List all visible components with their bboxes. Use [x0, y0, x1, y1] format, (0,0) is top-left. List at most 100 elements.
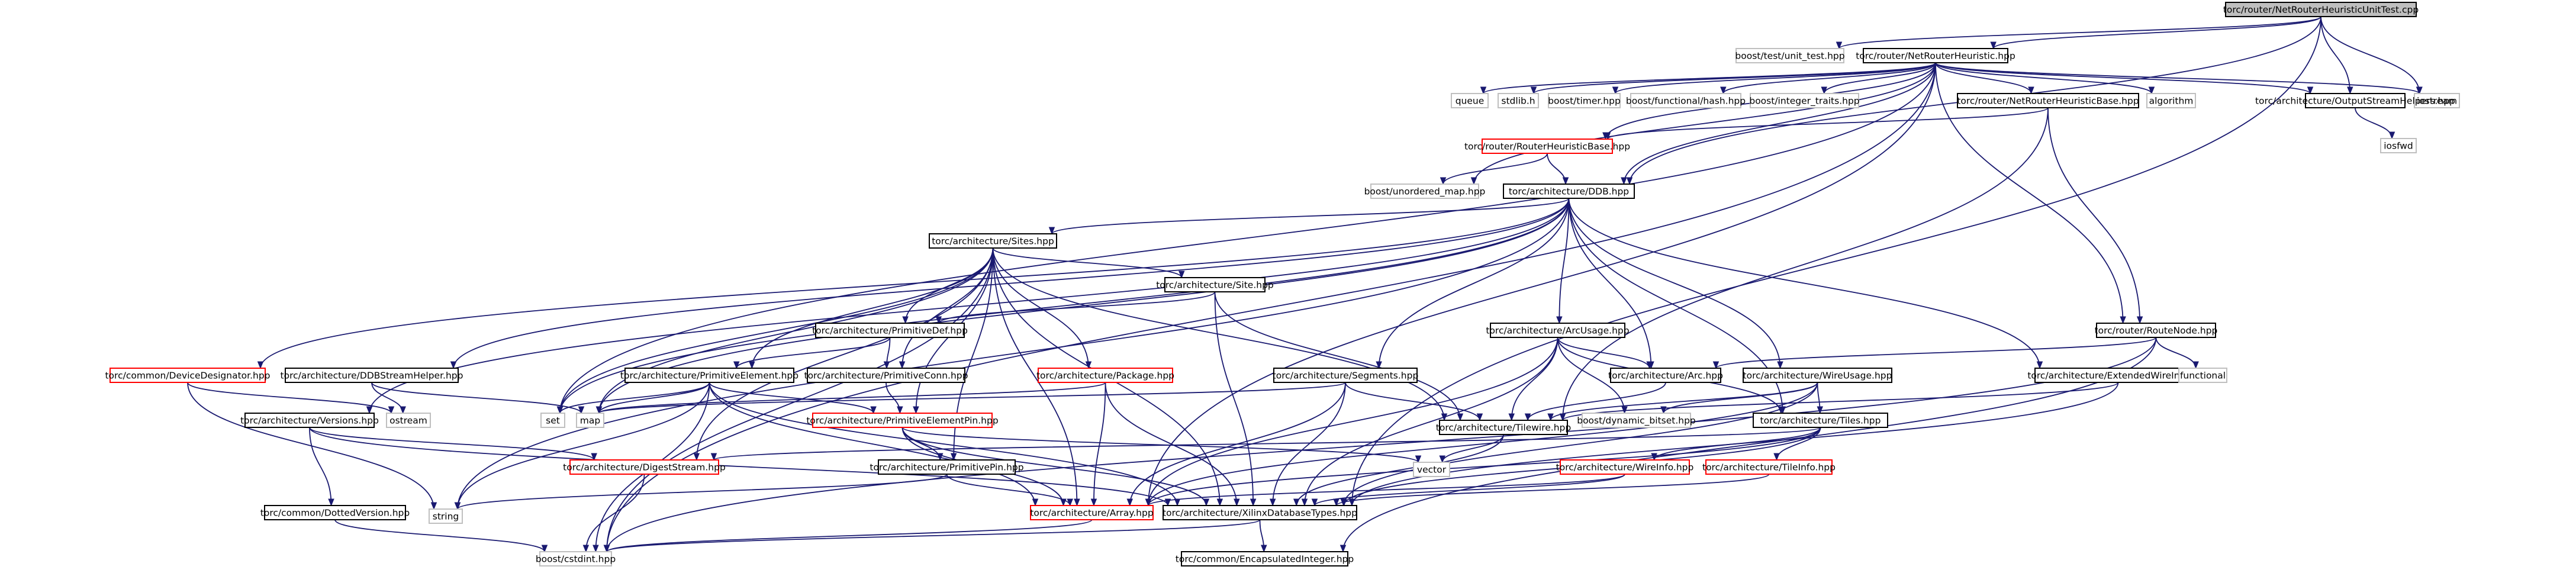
- node-label-fhash: boost/functional/hash.hpp: [1626, 96, 1746, 107]
- node-box-digest: [569, 459, 719, 475]
- edge-pep-to-xdt: [901, 427, 1210, 507]
- node-box-queue: [1451, 93, 1489, 108]
- edge-ddbsh-to-ostream: [371, 382, 406, 414]
- node-box-osh: [2305, 93, 2406, 108]
- edge-tiles-to-wireinfo: [1651, 427, 1821, 461]
- node-label-wireinfo: torc/architecture/WireInfo.hpp: [1556, 462, 1694, 473]
- node-site[interactable]: torc/architecture/Site.hpp: [1156, 277, 1274, 292]
- node-box-nrh: [1863, 48, 2008, 63]
- node-box-pelem: [624, 368, 794, 383]
- node-box-string: [429, 508, 463, 524]
- edge-arc-to-tilewire: [1524, 382, 1666, 421]
- node-label-root: torc/router/NetRouterHeuristicUnitTest.c…: [2223, 5, 2419, 15]
- node-box-root: [2225, 2, 2417, 17]
- node-box-inttraits: [1750, 93, 1859, 108]
- node-ddbsh[interactable]: torc/architecture/DDBStreamHelper.hpp: [281, 368, 463, 383]
- node-dotver[interactable]: torc/common/DottedVersion.hpp: [260, 505, 410, 520]
- node-pep[interactable]: torc/architecture/PrimitiveElementPin.hp…: [806, 413, 999, 428]
- node-label-set: set: [546, 416, 560, 426]
- node-pkg[interactable]: torc/architecture/Package.hpp: [1036, 368, 1174, 383]
- edge-versions-to-digest: [309, 427, 597, 461]
- node-ddb[interactable]: torc/architecture/DDB.hpp: [1503, 184, 1635, 199]
- node-box-functional: [2178, 368, 2227, 383]
- node-label-algorithm: algorithm: [2149, 96, 2194, 107]
- node-devdes[interactable]: torc/common/DeviceDesignator.hpp: [105, 368, 271, 383]
- node-label-arc: torc/architecture/Arc.hpp: [1608, 371, 1723, 381]
- node-box-stdlib: [1498, 93, 1539, 108]
- edge-segs-to-xdt: [1269, 382, 1346, 507]
- node-label-ewi: torc/architecture/ExtendedWireInfo.hpp: [2027, 371, 2208, 381]
- edge-pkg-to-array: [1090, 382, 1106, 507]
- node-nrhb[interactable]: torc/router/NetRouterHeuristicBase.hpp: [1957, 93, 2139, 108]
- edge-devdes-to-ostream: [187, 382, 395, 414]
- node-tiles[interactable]: torc/architecture/Tiles.hpp: [1753, 413, 1888, 428]
- edge-segs-to-map: [595, 382, 1346, 414]
- node-label-bitset: boost/dynamic_bitset.hpp: [1577, 416, 1696, 427]
- node-nrh[interactable]: torc/router/NetRouterHeuristic.hpp: [1856, 48, 2015, 63]
- edge-routenode-to-functional: [2155, 337, 2199, 369]
- node-box-dotver: [264, 505, 406, 520]
- edge-arcusage-to-arc: [1557, 337, 1653, 369]
- edge-nrh-to-ddb: [1621, 62, 1936, 185]
- node-pdef[interactable]: torc/architecture/PrimitiveDef.hpp: [812, 323, 968, 338]
- edge-versions-to-dotver: [309, 427, 334, 507]
- node-xdt[interactable]: torc/architecture/XilinxDatabaseTypes.hp…: [1163, 505, 1357, 520]
- node-box-xdt: [1163, 505, 1357, 520]
- node-string: string: [429, 508, 463, 524]
- node-box-arcusage: [1490, 323, 1625, 338]
- node-box-sites: [929, 233, 1057, 249]
- node-ewi[interactable]: torc/architecture/ExtendedWireInfo.hpp: [2027, 368, 2209, 383]
- node-label-ppin: torc/architecture/PrimitivePin.hpp: [870, 462, 1023, 473]
- node-label-queue: queue: [1456, 96, 1485, 107]
- node-bitset: boost/dynamic_bitset.hpp: [1577, 413, 1696, 428]
- node-versions[interactable]: torc/architecture/Versions.hpp: [240, 413, 379, 428]
- node-encint[interactable]: torc/common/EncapsulatedInteger.hpp: [1176, 551, 1354, 566]
- node-osh[interactable]: torc/architecture/OutputStreamHelpers.hp…: [2255, 93, 2455, 108]
- node-stdlib: stdlib.h: [1498, 93, 1539, 108]
- edge-routenode-to-arc: [1712, 337, 2157, 369]
- edge-rhb-to-ddb: [1547, 153, 1569, 185]
- node-label-ostream: ostream: [389, 416, 427, 426]
- node-tileinfo[interactable]: torc/architecture/TileInfo.hpp: [1702, 459, 1836, 475]
- edge-ddb-to-ewi: [1568, 198, 2043, 369]
- node-box-umap: [1370, 184, 1479, 199]
- node-array[interactable]: torc/architecture/Array.hpp: [1030, 505, 1154, 520]
- node-box-wireinfo: [1560, 459, 1690, 475]
- node-label-umap: boost/unordered_map.hpp: [1364, 186, 1486, 198]
- edge-tiles-to-digest: [710, 427, 1821, 461]
- node-label-encint: torc/common/EncapsulatedInteger.hpp: [1176, 554, 1354, 565]
- node-wireusage[interactable]: torc/architecture/WireUsage.hpp: [1743, 368, 1892, 383]
- edge-digest-to-cstdint: [582, 474, 645, 553]
- node-root[interactable]: torc/router/NetRouterHeuristicUnitTest.c…: [2223, 2, 2419, 17]
- node-segs[interactable]: torc/architecture/Segments.hpp: [1273, 368, 1419, 383]
- node-box-pkg: [1038, 368, 1173, 383]
- node-pconn[interactable]: torc/architecture/PrimitiveConn.hpp: [804, 368, 968, 383]
- node-label-arcusage: torc/architecture/ArcUsage.hpp: [1486, 326, 1629, 336]
- edge-xdt-to-encint: [1259, 519, 1267, 553]
- node-label-nrhb: torc/router/NetRouterHeuristicBase.hpp: [1957, 96, 2139, 107]
- node-timer: boost/timer.hpp: [1548, 93, 1621, 108]
- node-rhb[interactable]: torc/router/RouterHeuristicBase.hpp: [1464, 139, 1630, 154]
- edge-ddb-to-arcusage: [1556, 198, 1570, 324]
- node-sites[interactable]: torc/architecture/Sites.hpp: [929, 233, 1057, 249]
- node-routenode[interactable]: torc/router/RouteNode.hpp: [2095, 323, 2218, 338]
- edge-pelem-to-array: [709, 382, 1039, 507]
- node-box-map: [576, 413, 604, 428]
- node-wireinfo[interactable]: torc/architecture/WireInfo.hpp: [1556, 459, 1694, 475]
- edge-nrh-to-stdlib: [1530, 62, 1936, 95]
- node-box-iosfwd: [2380, 138, 2417, 153]
- node-arc[interactable]: torc/architecture/Arc.hpp: [1608, 368, 1723, 383]
- node-arcusage[interactable]: torc/architecture/ArcUsage.hpp: [1486, 323, 1630, 338]
- node-ppin[interactable]: torc/architecture/PrimitivePin.hpp: [870, 459, 1024, 475]
- node-box-versions: [244, 413, 375, 428]
- edge-osh-to-iosfwd: [2355, 107, 2395, 140]
- node-box-pep: [812, 413, 993, 428]
- edge-pconn-to-pep: [886, 382, 903, 414]
- node-digest[interactable]: torc/architecture/DigestStream.hpp: [563, 459, 726, 475]
- node-tilewire[interactable]: torc/architecture/Tilewire.hpp: [1436, 420, 1571, 435]
- node-queue: queue: [1451, 93, 1489, 108]
- edge-pdef-to-pelem: [733, 337, 891, 369]
- edge-nrh-to-fhash: [1720, 62, 1936, 95]
- node-pelem[interactable]: torc/architecture/PrimitiveElement.hpp: [620, 368, 798, 383]
- edge-tilewire-to-vector: [1439, 434, 1504, 463]
